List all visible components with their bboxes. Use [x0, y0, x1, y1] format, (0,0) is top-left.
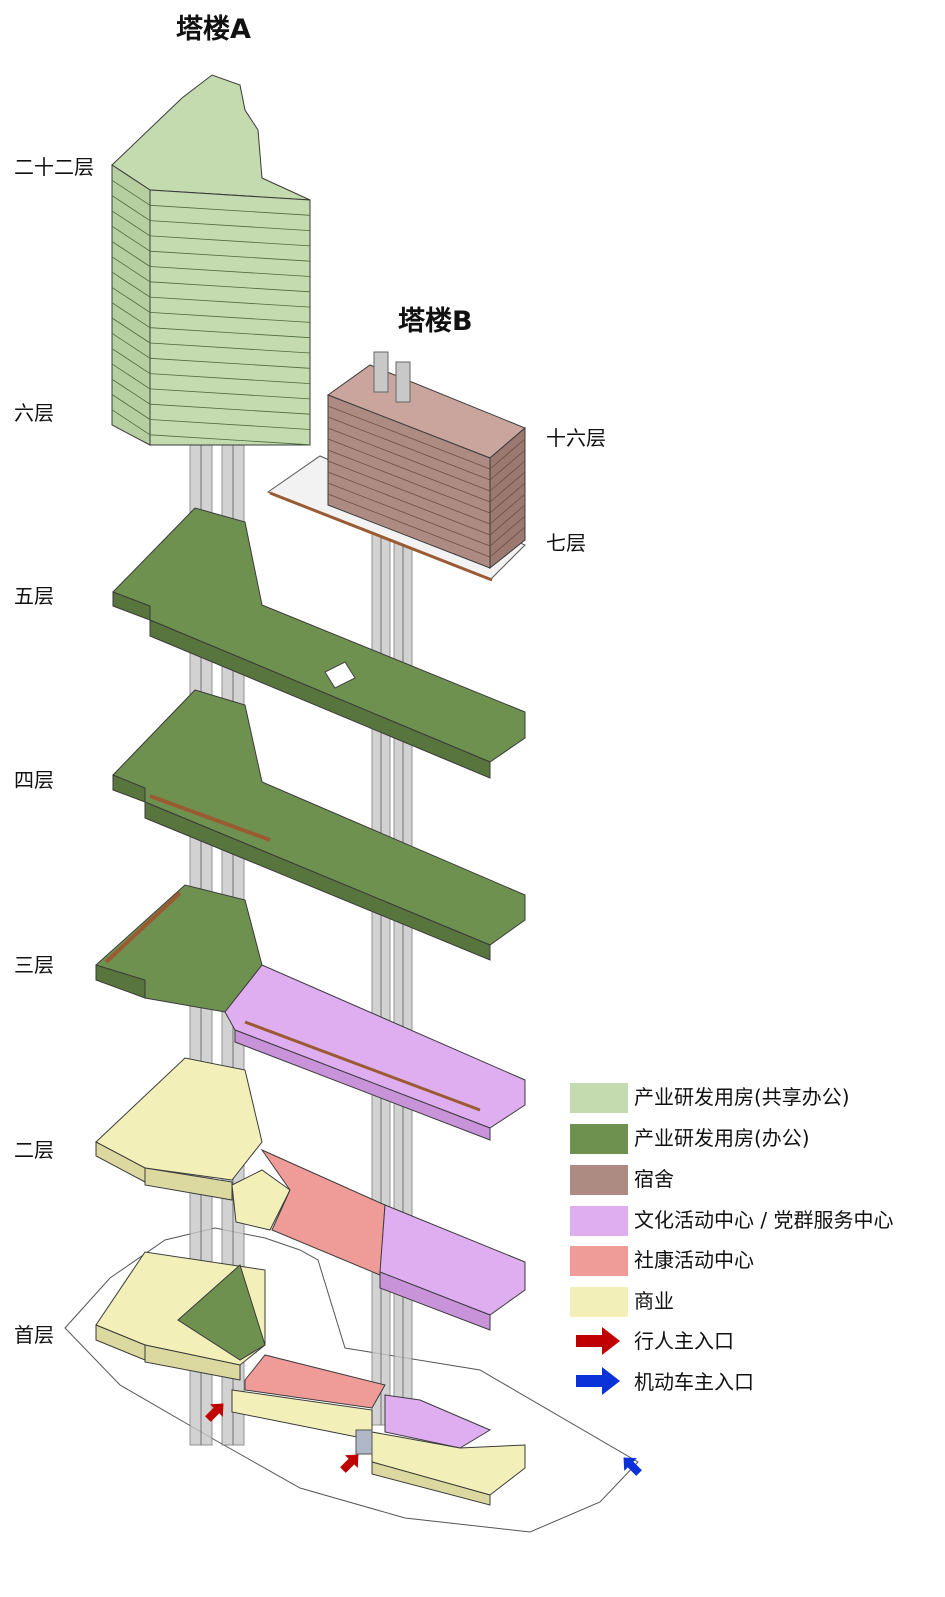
floor-5-void [324, 661, 356, 689]
tower-a-label: 塔楼A [176, 14, 251, 45]
legend-swatch-dormitory [570, 1165, 628, 1195]
legend-label-vehicle: 机动车主入口 [634, 1370, 754, 1394]
tower-a [111, 74, 311, 446]
legend-swatch-office [570, 1124, 628, 1154]
legend-swatch-shared-office [570, 1083, 628, 1113]
floor-label-6: 六层 [14, 401, 54, 425]
floor-2-community [260, 1148, 386, 1276]
legend-label-pedestrian: 行人主入口 [634, 1329, 734, 1353]
floor-1-community [244, 1354, 386, 1409]
legend: 产业研发用房(共享办公) 产业研发用房(办公) 宿舍 文化活动中心 / 党群服务… [570, 1083, 893, 1395]
floor-label-1: 首层 [14, 1323, 54, 1347]
blue-arrow-icon [623, 1457, 642, 1476]
tower-a-west-face [111, 164, 151, 446]
floor-label-22: 二十二层 [14, 155, 94, 179]
legend-label-community: 社康活动中心 [634, 1248, 754, 1272]
vehicle-entrance-arrow [623, 1457, 642, 1476]
floor-1-office-core [177, 1264, 266, 1361]
legend-swatch-commerce [570, 1287, 628, 1317]
floor-2-culture [379, 1204, 526, 1316]
legend-label-office: 产业研发用房(办公) [634, 1126, 810, 1150]
legend-label-dormitory: 宿舍 [634, 1167, 674, 1191]
floor-2-commerce-south [231, 1169, 291, 1231]
floor-label-4: 四层 [14, 768, 54, 792]
red-arrow-icon [340, 1454, 359, 1473]
floor-label-16: 十六层 [546, 426, 606, 450]
floor-label-3: 三层 [14, 953, 54, 977]
floor-label-2: 二层 [14, 1138, 54, 1162]
pedestrian-entrance-arrows [205, 1403, 359, 1473]
floor-label-7: 七层 [546, 531, 586, 555]
legend-swatch-community [570, 1246, 628, 1276]
legend-label-culture: 文化活动中心 / 党群服务中心 [634, 1208, 893, 1232]
floor-label-5: 五层 [14, 584, 54, 608]
floor-5 [112, 507, 526, 779]
tower-a-roof [111, 74, 311, 201]
blue-arrow-icon [576, 1367, 620, 1395]
tower-b [266, 351, 526, 582]
legend-swatch-culture [570, 1206, 628, 1236]
floor-1-culture [384, 1394, 492, 1449]
red-arrow-icon [205, 1403, 224, 1422]
floor-2 [95, 1057, 526, 1331]
red-arrow-icon [576, 1327, 620, 1355]
legend-label-shared-office: 产业研发用房(共享办公) [634, 1085, 850, 1109]
floor-3 [95, 884, 526, 1141]
legend-label-commerce: 商业 [634, 1289, 674, 1313]
tower-b-label: 塔楼B [398, 306, 473, 337]
floor-4 [112, 689, 526, 961]
floor-1 [95, 1251, 526, 1506]
